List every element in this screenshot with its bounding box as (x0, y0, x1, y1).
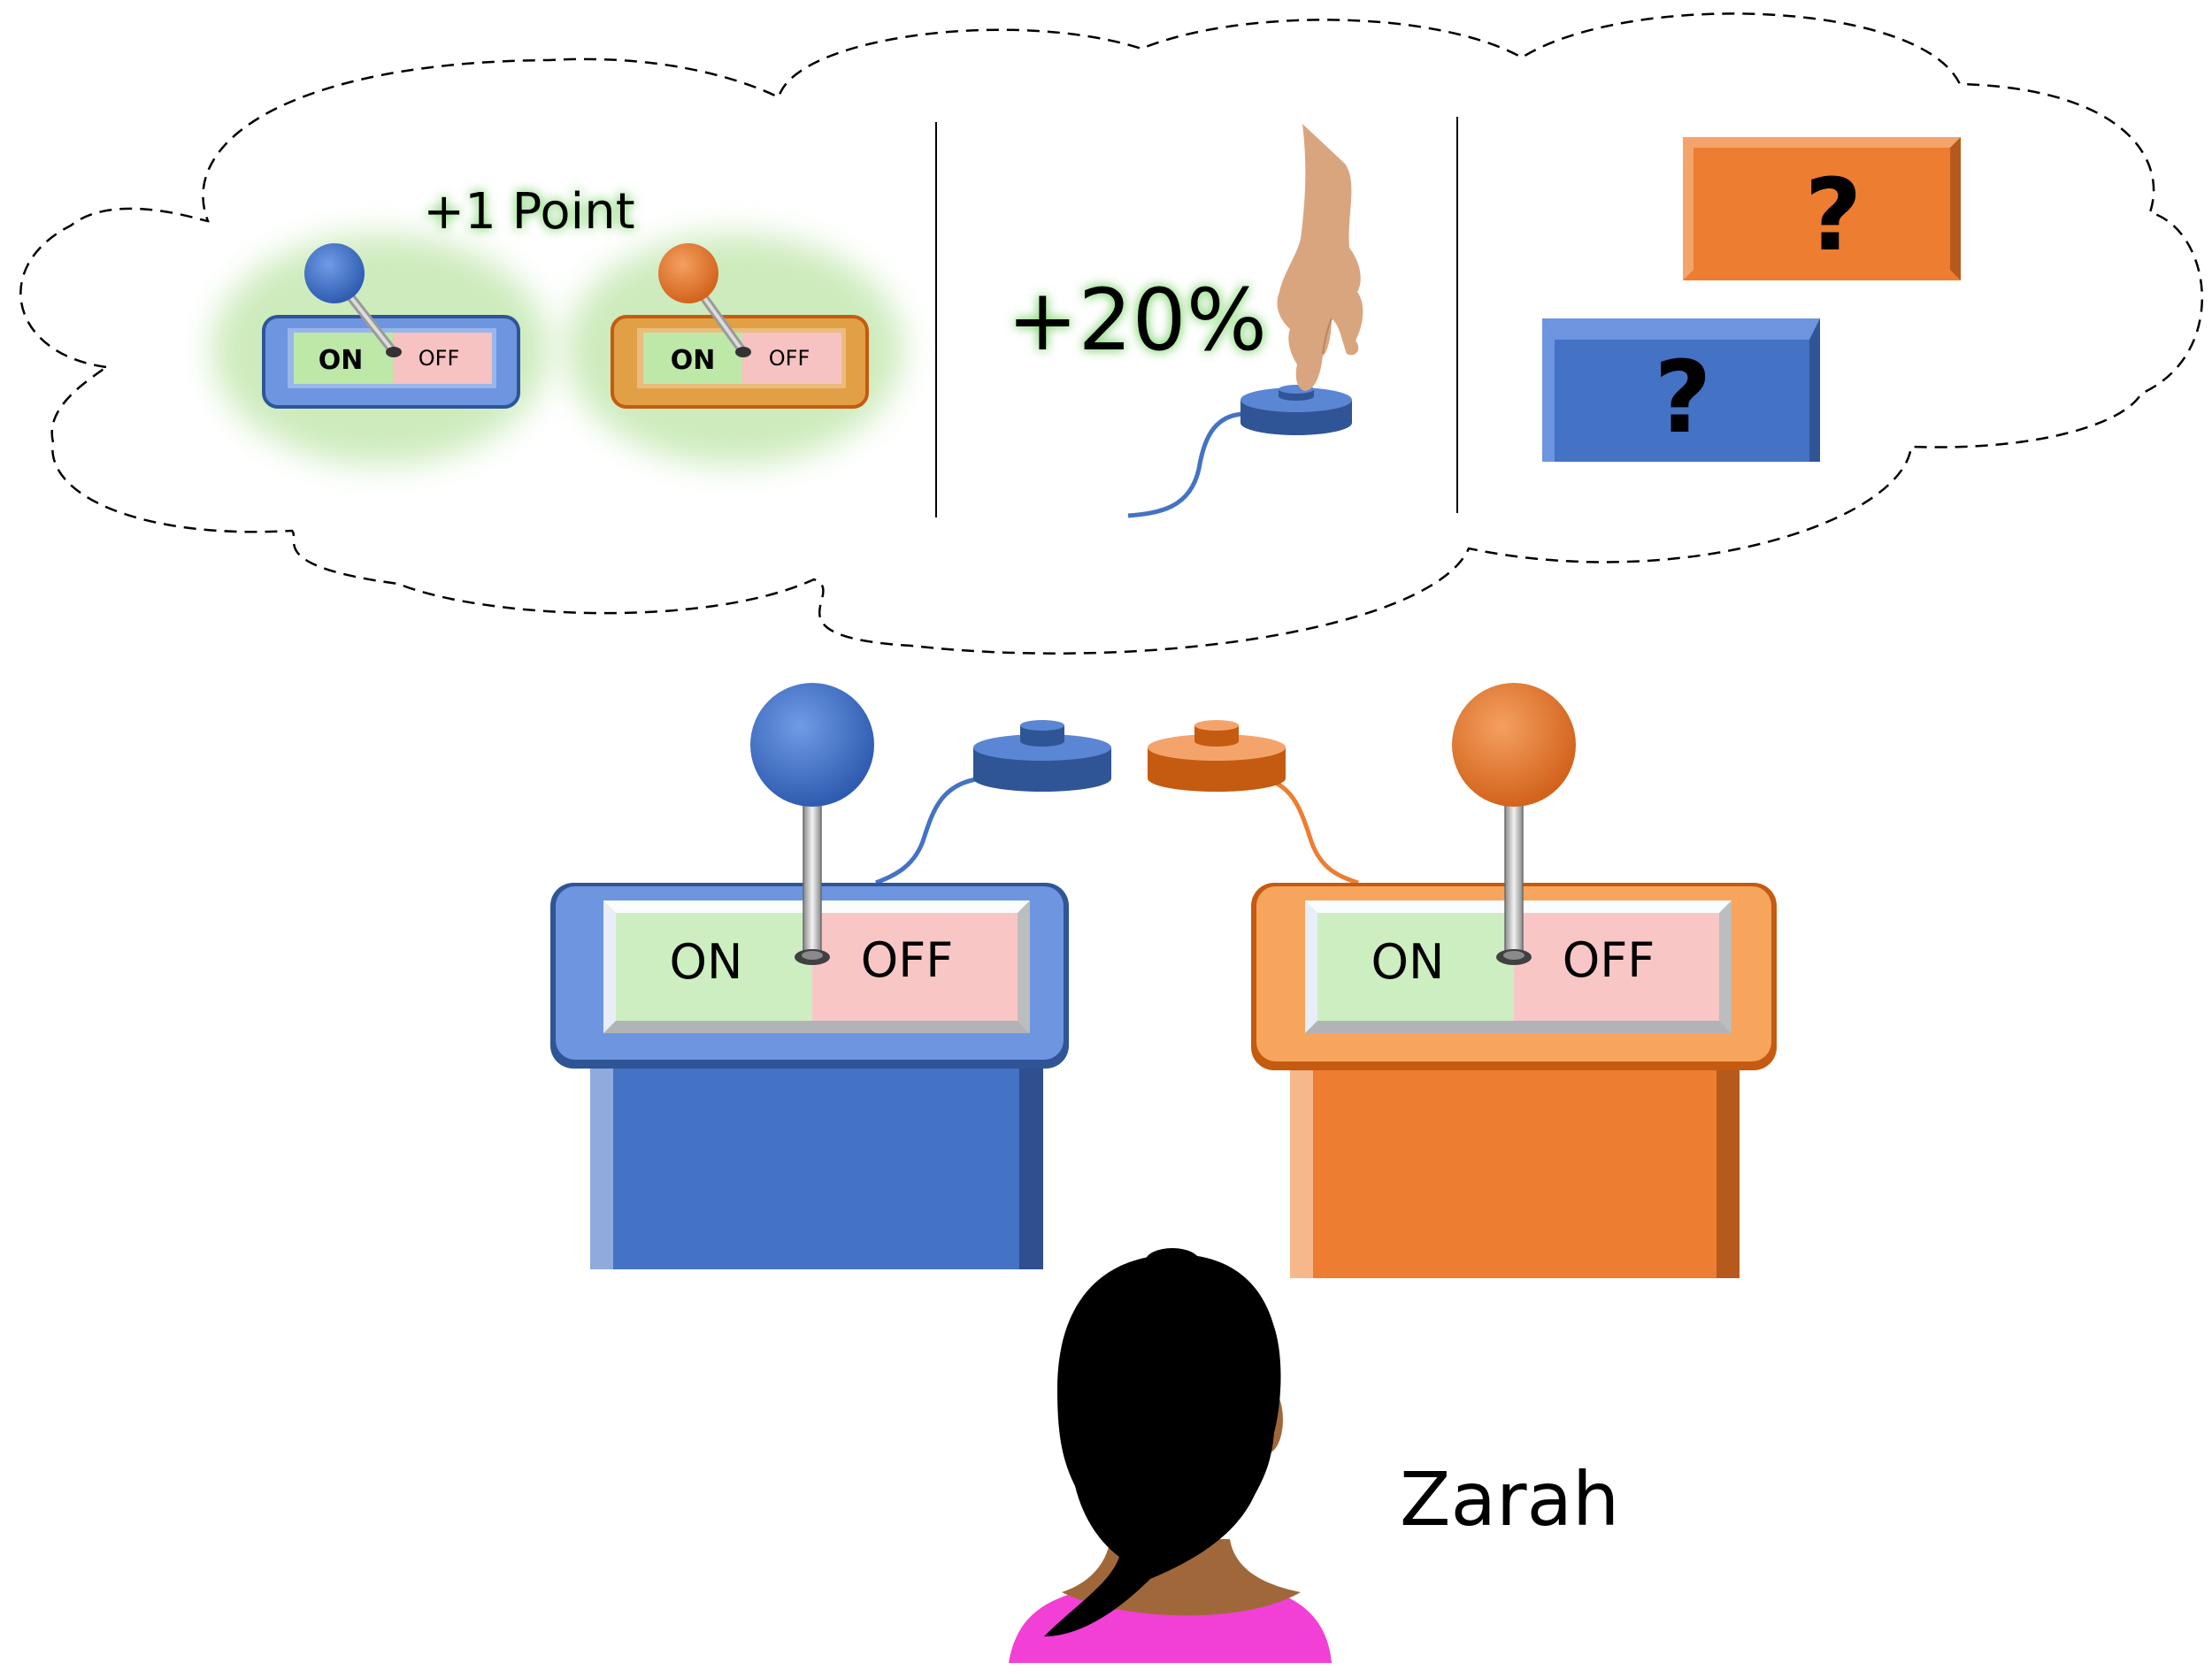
orange-question-box: ? (1683, 137, 1961, 280)
blue-on-zone[interactable] (616, 913, 812, 1021)
orange-on-zone[interactable] (1317, 913, 1514, 1021)
panel-three: ? ? (1542, 137, 1961, 462)
blue-push-button[interactable] (973, 720, 1111, 792)
small-blue-off-label: OFF (419, 346, 460, 371)
blue-lever-knob[interactable] (750, 683, 874, 807)
orange-machine: ON OFF (1148, 683, 1777, 1278)
point-caption: +1 Point (423, 183, 634, 241)
hand-icon (1277, 124, 1363, 391)
blue-off-label: OFF (861, 932, 954, 988)
blue-button-cable (875, 776, 983, 885)
cloud-outline (19, 12, 2203, 655)
blue-box-question-mark: ? (1655, 341, 1712, 456)
percent-caption: +20% (1007, 271, 1267, 370)
orange-off-zone[interactable] (1514, 913, 1719, 1021)
orange-off-label: OFF (1563, 932, 1655, 988)
orange-on-label: ON (1371, 934, 1445, 990)
blue-lever[interactable] (750, 683, 874, 965)
small-orange-knob (658, 243, 718, 303)
thought-cloud (19, 12, 2203, 655)
orange-button-cable (1260, 776, 1359, 885)
person-name: Zarah (1400, 1456, 1619, 1543)
orange-push-button[interactable] (1148, 720, 1286, 792)
small-blue-knob (304, 243, 365, 303)
blue-off-zone[interactable] (812, 913, 1018, 1021)
blue-pedestal (590, 1053, 1043, 1269)
orange-box-question-mark: ? (1805, 158, 1863, 273)
orange-lever[interactable] (1452, 683, 1576, 965)
orange-pedestal (1290, 1053, 1740, 1278)
person-hair (1044, 1254, 1281, 1636)
small-orange-on-label: ON (671, 345, 716, 376)
blue-on-label: ON (670, 934, 743, 990)
panel-one: +1 Point ON OFF ON OFF (212, 183, 902, 464)
small-orange-switch: ON OFF (611, 243, 869, 409)
blue-machine: ON OFF (550, 683, 1111, 1269)
small-push-button (1240, 385, 1352, 435)
small-blue-switch: ON OFF (262, 243, 520, 409)
small-orange-off-label: OFF (769, 346, 810, 371)
panel-two: +20% (1007, 124, 1363, 518)
person-zarah: Zarah (1009, 1248, 1619, 1663)
blue-question-box: ? (1542, 318, 1820, 462)
small-blue-on-label: ON (319, 345, 364, 376)
button-cable-small (1127, 411, 1244, 518)
blue-control-panel: ON OFF (550, 883, 1069, 1069)
orange-lever-knob[interactable] (1452, 683, 1576, 807)
